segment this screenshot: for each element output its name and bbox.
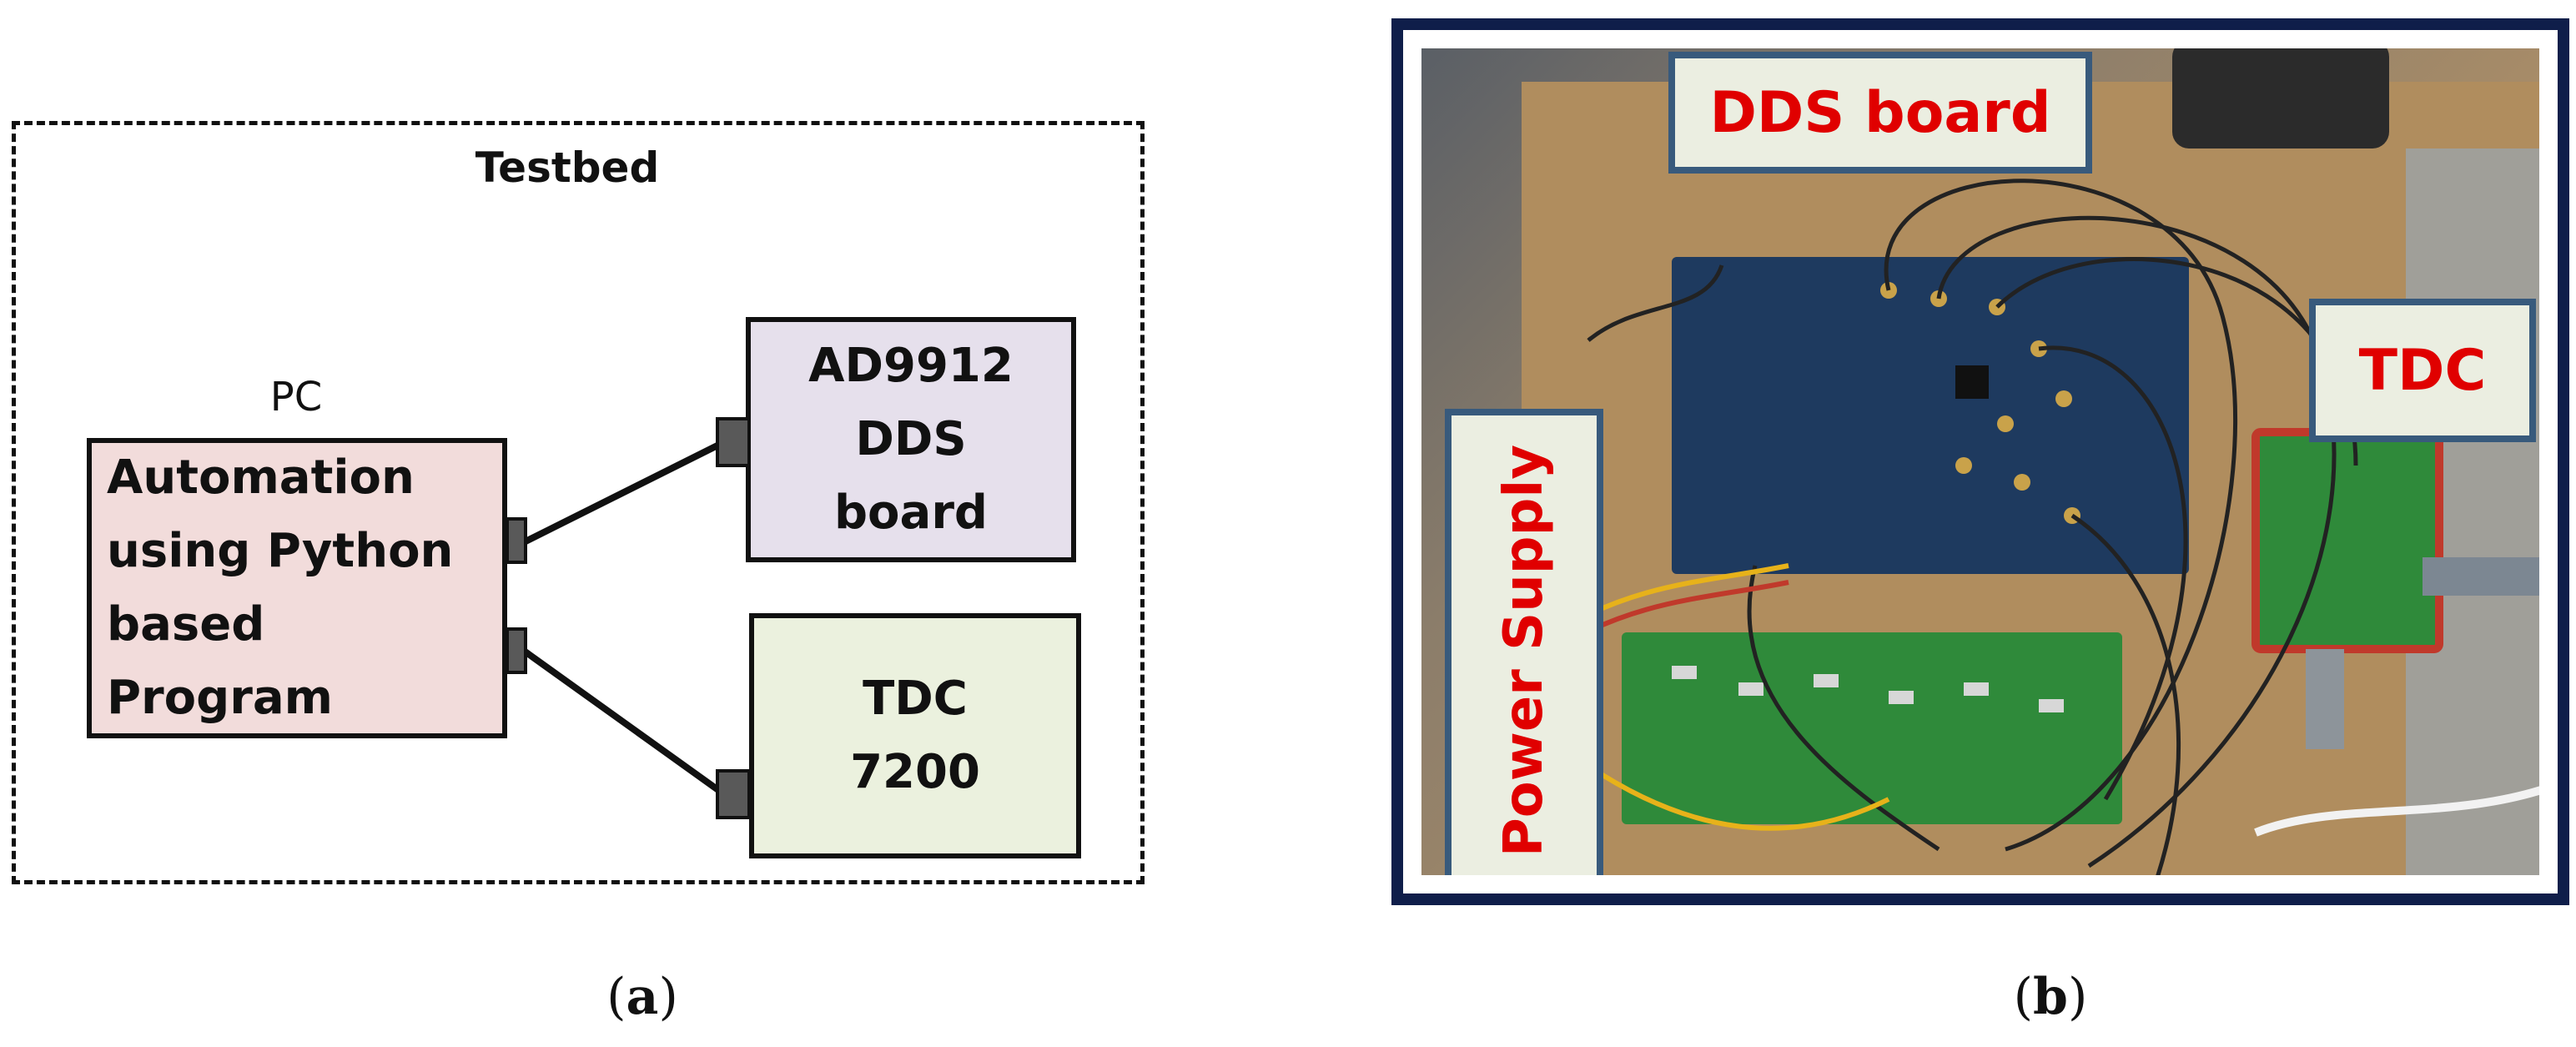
power-supply-board bbox=[1622, 632, 2122, 824]
pc-box-text: Automation using Python based Program bbox=[107, 451, 454, 725]
caption-b-letter: b bbox=[2033, 968, 2068, 1026]
dds-board-box: AD9912 DDS board bbox=[746, 317, 1076, 562]
tdc-box-text: TDC 7200 bbox=[850, 672, 980, 799]
testbed-photo: DDS board TDC Power Supply bbox=[1421, 48, 2539, 875]
photo-illustration bbox=[1522, 48, 2539, 875]
white-cable bbox=[2254, 786, 2539, 837]
tdc-port bbox=[716, 769, 751, 819]
pc-to-dds-cable bbox=[522, 439, 726, 546]
tdc-connector bbox=[2423, 557, 2539, 596]
tdc-callout: TDC bbox=[2309, 299, 2536, 442]
dds-board bbox=[1672, 257, 2189, 574]
testbed-title: Testbed bbox=[475, 143, 660, 192]
connection-lines bbox=[521, 439, 727, 798]
dds-board-port bbox=[716, 417, 751, 467]
caption-a-letter: a bbox=[626, 968, 659, 1026]
power-supply-callout: Power Supply bbox=[1445, 409, 1603, 875]
dds-board-box-text: AD9912 DDS board bbox=[808, 339, 1014, 540]
coax-cables bbox=[1587, 179, 2358, 875]
dark-monitor bbox=[2172, 48, 2389, 148]
pc-port-lower bbox=[506, 627, 527, 674]
caption-b: (b) bbox=[2013, 968, 2088, 1026]
dds-chip bbox=[1955, 365, 1989, 399]
tdc-box: TDC 7200 bbox=[749, 613, 1081, 858]
tdc-board bbox=[2251, 428, 2443, 653]
power-supply-components bbox=[1672, 666, 2064, 712]
pc-box: Automation using Python based Program bbox=[87, 438, 507, 738]
caption-a: (a) bbox=[606, 968, 678, 1026]
power-supply-callout-text: Power Supply bbox=[1493, 444, 1555, 858]
tdc-sma bbox=[2306, 649, 2344, 749]
testbed-photo-frame: DDS board TDC Power Supply bbox=[1391, 18, 2569, 905]
pc-port-upper bbox=[506, 517, 527, 564]
testbed-boundary bbox=[12, 121, 1145, 884]
dds-board-callout: DDS board bbox=[1668, 52, 2092, 174]
pc-to-tdc-cable bbox=[521, 647, 727, 798]
pc-label: PC bbox=[269, 374, 323, 420]
